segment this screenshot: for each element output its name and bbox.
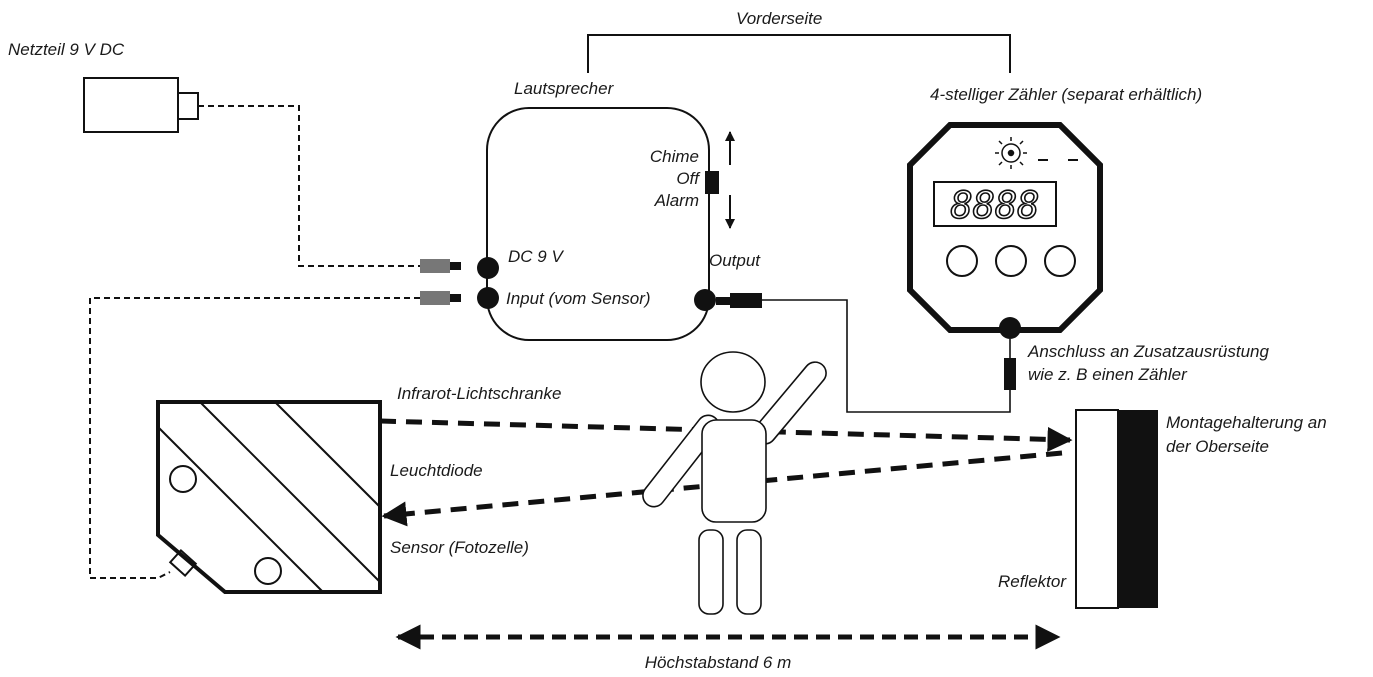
sun-icon — [995, 137, 1027, 169]
counter-port[interactable] — [999, 317, 1021, 339]
mount-label-line1: Montagehalterung an — [1166, 413, 1327, 432]
reflector — [1075, 409, 1119, 609]
mode-switch[interactable] — [705, 171, 719, 194]
input-port[interactable] — [477, 287, 499, 309]
switch-off-label: Off — [676, 169, 701, 188]
accessory-label-line1: Anschluss an Zusatzausrüstung — [1027, 342, 1270, 361]
output-port-label: Output — [709, 251, 761, 270]
counter-display — [933, 181, 1057, 227]
dc-port-label: DC 9 V — [508, 247, 564, 266]
dc-port[interactable] — [477, 257, 499, 279]
person-figure — [642, 351, 827, 615]
power-supply-label: Netzteil 9 V DC — [8, 40, 125, 59]
counter-label: 4-stelliger Zähler (separat erhältlich) — [930, 85, 1202, 104]
input-plug — [420, 291, 461, 305]
power-supply — [83, 77, 199, 133]
switch-alarm-label: Alarm — [654, 191, 699, 210]
accessory-label-line2: wie z. B einen Zähler — [1028, 365, 1188, 384]
input-port-label: Input (vom Sensor) — [506, 289, 651, 308]
dc-plug — [420, 259, 461, 273]
front-bracket — [587, 34, 1011, 73]
mount-label-line2: der Oberseite — [1166, 437, 1269, 456]
output-cable — [762, 299, 1011, 413]
counter-button-2[interactable] — [995, 245, 1027, 277]
counter-plug — [1004, 358, 1016, 390]
ir-beam-label: Infrarot-Lichtschranke — [397, 384, 561, 403]
main-unit — [486, 107, 710, 341]
photocell-label: Sensor (Fotozelle) — [390, 538, 529, 557]
counter-button-3[interactable] — [1044, 245, 1076, 277]
reflector-label: Reflektor — [998, 572, 1067, 591]
counter-display-digits: 8888 — [950, 184, 1039, 227]
reflector-mount — [1118, 410, 1158, 608]
output-port[interactable] — [694, 289, 716, 311]
output-plug — [716, 293, 762, 308]
speaker-label: Lautsprecher — [514, 79, 615, 98]
ir-sensor — [156, 400, 382, 594]
led-label: Leuchtdiode — [390, 461, 483, 480]
counter-device — [907, 122, 1103, 333]
max-distance-label: Höchstabstand 6 m — [645, 653, 791, 672]
front-label: Vorderseite — [736, 9, 822, 28]
switch-chime-label: Chime — [650, 147, 699, 166]
power-cable — [198, 105, 420, 267]
sensor-cable — [89, 297, 420, 579]
counter-button-1[interactable] — [946, 245, 978, 277]
